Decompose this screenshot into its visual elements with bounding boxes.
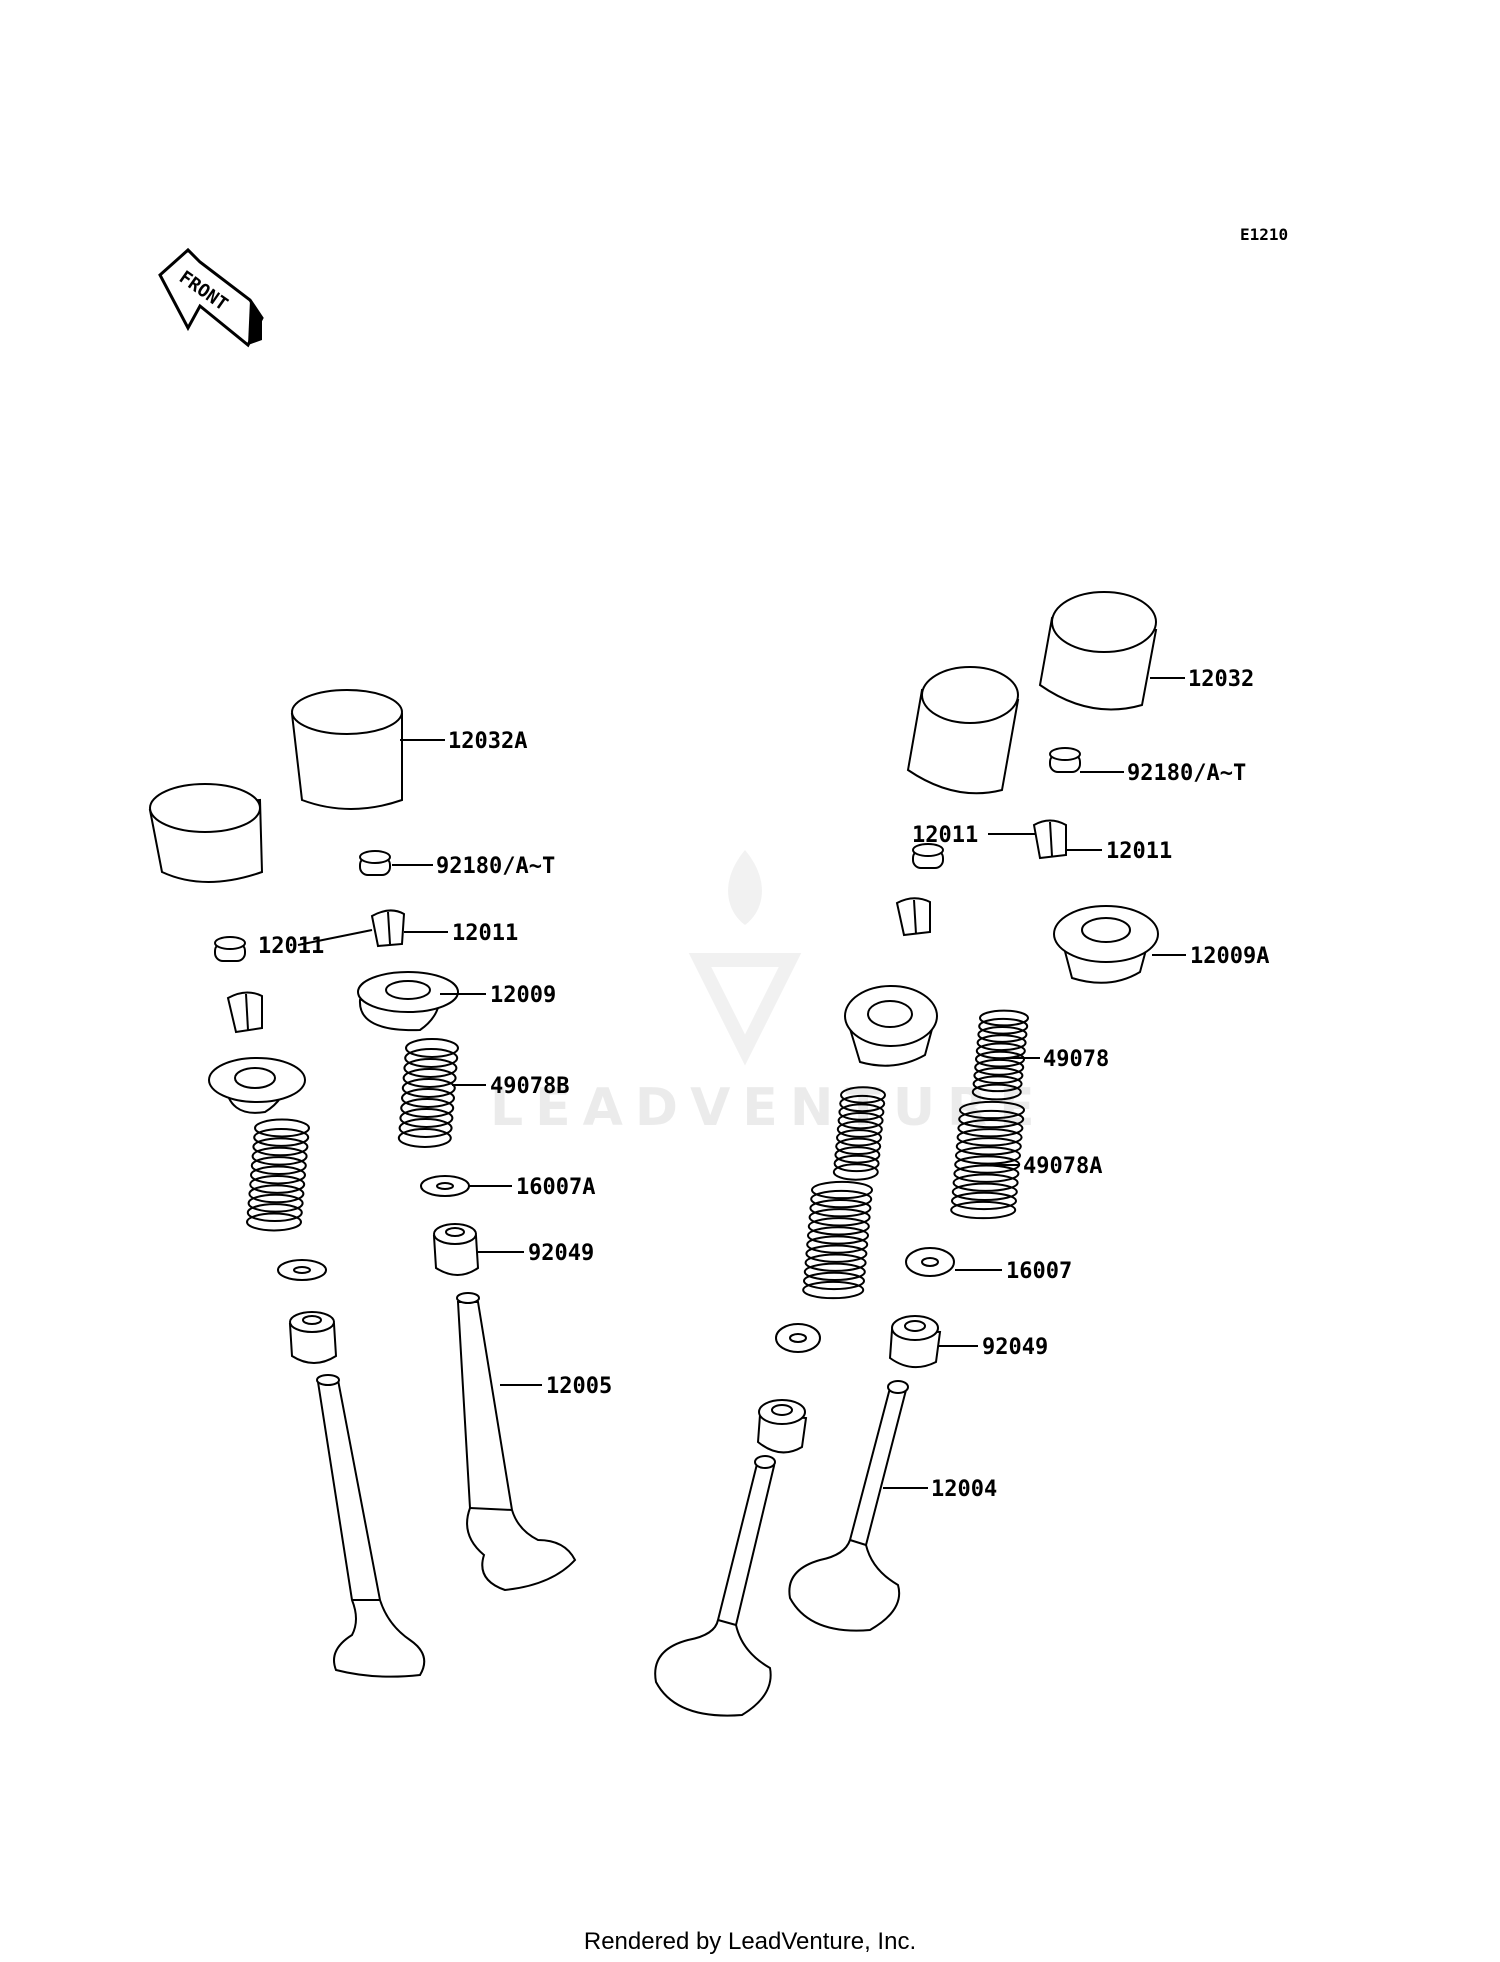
spring-left-icon bbox=[397, 1038, 459, 1148]
stem-seal-right-front-icon bbox=[756, 1399, 808, 1454]
stem-seal-right-icon bbox=[888, 1315, 942, 1369]
retainer-right-front-icon bbox=[844, 985, 938, 1067]
bucket-left-back-icon bbox=[290, 689, 403, 810]
spring-right-front-inner-icon bbox=[832, 1086, 886, 1181]
label-92180-left: 92180/A~T bbox=[436, 854, 555, 879]
label-92049-right: 92049 bbox=[982, 1335, 1048, 1360]
valve-right-front-icon bbox=[654, 1455, 776, 1717]
spring-seat-right-front-icon bbox=[775, 1323, 821, 1353]
label-49078B: 49078B bbox=[490, 1074, 569, 1099]
label-12011-left-a: 12011 bbox=[258, 934, 324, 959]
spring-left-front-icon bbox=[246, 1118, 310, 1232]
shim-right-icon bbox=[1049, 747, 1081, 773]
stem-seal-left-front-icon bbox=[288, 1311, 338, 1364]
watermark-text: LEADVENTURE bbox=[490, 1078, 1047, 1138]
spring-right-inner-icon bbox=[971, 1009, 1029, 1101]
diagram-code: E1210 bbox=[1240, 225, 1288, 244]
bucket-right-front-icon bbox=[906, 666, 1020, 795]
label-92049-left: 92049 bbox=[528, 1241, 594, 1266]
label-92180-right: 92180/A~T bbox=[1127, 761, 1246, 786]
spring-seat-right-icon bbox=[905, 1247, 955, 1277]
label-12004: 12004 bbox=[931, 1477, 997, 1502]
watermark-logo: LEADVENTURE bbox=[490, 850, 1047, 1138]
label-12005: 12005 bbox=[546, 1374, 612, 1399]
valve-right-icon bbox=[788, 1380, 909, 1632]
callouts: 12032A 92180/A~T 12011 12011 12009 49078… bbox=[258, 667, 1269, 1502]
label-12032A: 12032A bbox=[448, 729, 527, 754]
keeper-right-icon bbox=[1032, 819, 1067, 860]
shim-right-front-icon bbox=[912, 843, 944, 869]
spring-seat-left-front-icon bbox=[277, 1259, 327, 1281]
label-12032: 12032 bbox=[1188, 667, 1254, 692]
label-49078A: 49078A bbox=[1023, 1154, 1102, 1179]
label-16007: 16007 bbox=[1006, 1259, 1072, 1284]
spring-right-outer-icon bbox=[950, 1100, 1025, 1220]
label-16007A: 16007A bbox=[516, 1175, 595, 1200]
spring-right-front-outer-icon bbox=[802, 1180, 873, 1300]
label-12009A: 12009A bbox=[1190, 944, 1269, 969]
retainer-right-icon bbox=[1053, 905, 1159, 984]
label-12009: 12009 bbox=[490, 983, 556, 1008]
label-12011-left-b: 12011 bbox=[452, 921, 518, 946]
label-12011-right-b: 12011 bbox=[1106, 839, 1172, 864]
stem-seal-left-icon bbox=[432, 1223, 480, 1276]
label-12011-right-a: 12011 bbox=[912, 823, 978, 848]
shim-left-icon bbox=[359, 850, 391, 876]
footer-credit: Rendered by LeadVenture, Inc. bbox=[583, 1928, 917, 1955]
shim-left-front-icon bbox=[214, 936, 246, 962]
keeper-left-front-icon bbox=[226, 991, 263, 1034]
retainer-left-front-icon bbox=[208, 1057, 306, 1114]
bucket-right-back-icon bbox=[1038, 591, 1158, 711]
valve-left-icon bbox=[456, 1292, 577, 1592]
label-49078: 49078 bbox=[1043, 1047, 1109, 1072]
valve-left-front-icon bbox=[316, 1374, 426, 1678]
spring-seat-left-icon bbox=[420, 1175, 470, 1197]
retainer-left-icon bbox=[357, 971, 459, 1032]
bucket-left-front-icon bbox=[148, 783, 264, 883]
keeper-left-icon bbox=[370, 909, 406, 948]
front-arrow-icon: FRONT bbox=[158, 247, 264, 348]
keeper-right-front-icon bbox=[895, 897, 931, 937]
